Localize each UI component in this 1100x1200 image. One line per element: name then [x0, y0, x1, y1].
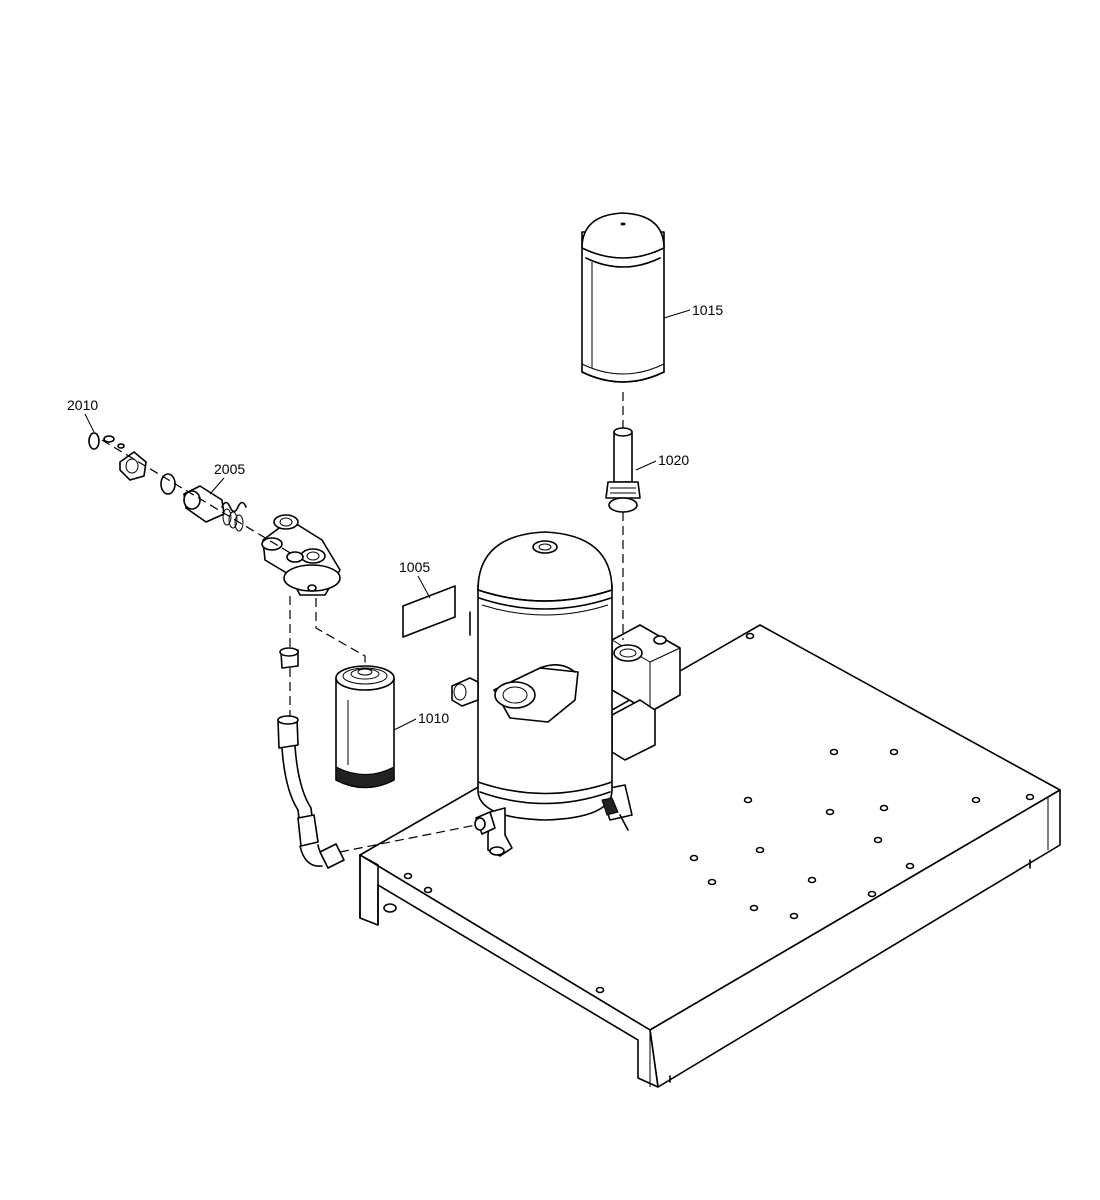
base-plate-holes [403, 632, 1035, 994]
mounting-hole [825, 808, 835, 816]
base-plate [359, 624, 1061, 1088]
mounting-hole [423, 886, 433, 894]
mounting-hole [879, 804, 889, 812]
leader-lines [84, 309, 691, 731]
callout-1005: 1005 [399, 559, 430, 575]
separator-tube-nipple [605, 427, 641, 513]
oil-filter-head [261, 514, 341, 596]
drain-fitting [474, 811, 496, 835]
mounting-hole [745, 632, 755, 640]
valve-cover-kit [88, 432, 176, 495]
filter-housing-block [611, 624, 681, 761]
mounting-hole [905, 862, 915, 870]
mounting-hole [789, 912, 799, 920]
separator-tank [451, 531, 633, 857]
decal-label-part [402, 575, 456, 638]
thermostat-valve-insert [183, 485, 247, 532]
mounting-hole [749, 904, 759, 912]
mounting-hole [595, 986, 605, 994]
mounting-hole [807, 876, 817, 884]
mounting-hole [755, 846, 765, 854]
oil-filter-cartridge [335, 665, 395, 789]
callout-1020: 1020 [658, 452, 689, 468]
mounting-hole [971, 796, 981, 804]
mounting-hole [743, 796, 753, 804]
mounting-hole [1025, 793, 1035, 801]
assembly-lines [101, 392, 624, 853]
callout-1015: 1015 [692, 302, 723, 318]
mounting-hole [889, 748, 899, 756]
callout-1010: 1010 [418, 710, 449, 726]
mounting-hole [873, 836, 883, 844]
mounting-hole [707, 878, 717, 886]
callout-2005: 2005 [214, 461, 245, 477]
mounting-hole [867, 890, 877, 898]
mounting-hole [829, 748, 839, 756]
separator-element [581, 212, 665, 383]
mounting-hole [689, 854, 699, 862]
mounting-hole [403, 872, 413, 880]
oil-hose [277, 647, 345, 869]
callout-2010: 2010 [67, 397, 98, 413]
